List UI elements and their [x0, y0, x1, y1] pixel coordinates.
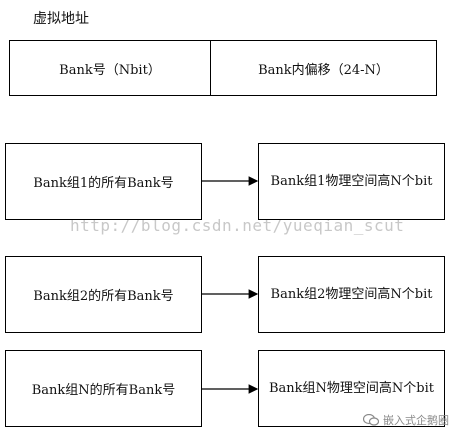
logo-text: 嵌入式企鹅圈 — [383, 414, 449, 427]
bank-offset-field: Bank内偏移（24-N） — [258, 62, 389, 78]
brand-logo: 嵌入式企鹅圈 — [362, 412, 449, 428]
watermark-url: http://blog.csdn.net/yueqian_scut — [70, 216, 405, 235]
bank-group-1-target-box: Bank组1物理空间高N个bit — [258, 143, 445, 220]
bank-number-field: Bank号（Nbit） — [10, 41, 211, 95]
bank-group-1-source-box: Bank组1的所有Bank号 — [5, 143, 202, 220]
bank-group-2-target-box: Bank组2物理空间高N个bit — [258, 256, 445, 333]
bank-group-n-target-box: Bank组N物理空间高N个bit — [258, 350, 445, 427]
wechat-icon — [362, 413, 380, 426]
bank-group-2-source-box: Bank组2的所有Bank号 — [5, 256, 202, 333]
virtual-address-box: Bank号（Nbit） Bank内偏移（24-N） — [9, 40, 437, 96]
bank-group-n-source-box: Bank组N的所有Bank号 — [5, 350, 202, 427]
diagram-title: 虚拟地址 — [33, 11, 89, 27]
